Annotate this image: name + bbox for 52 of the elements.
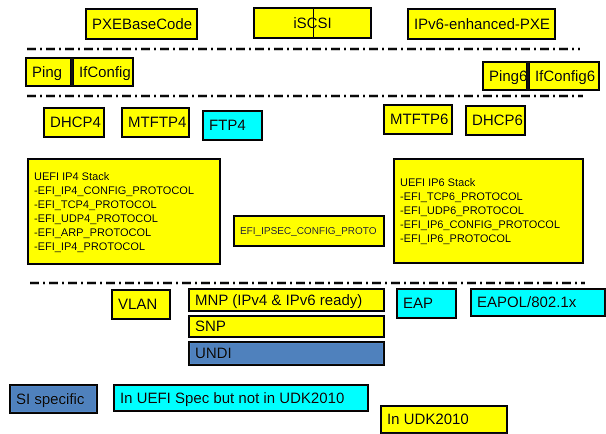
protocol-box [85,8,198,40]
protocol-box [188,315,385,338]
protocol-box [465,105,526,136]
protocol-name: IPv6-enhanced-PXE [414,16,550,32]
protocol-stack-box [27,158,221,265]
protocol-name: UNDI [195,345,232,362]
protocol-box [121,107,190,138]
protocol-box [202,110,263,141]
protocol-name: -EFI_UDP4_PROTOCOL [34,212,158,226]
protocol-name: VLAN [118,296,158,313]
protocol-box [528,61,600,91]
protocol-name: -EFI_ARP_PROTOCOL [34,226,152,240]
legend-text: In UDK2010 [387,411,469,428]
protocol-name: FTP4 [209,117,246,134]
protocol-name: EAPOL/802.1x [477,294,576,311]
protocol-box [72,57,134,87]
protocol-box [25,57,72,87]
protocol-name: SNP [195,318,226,335]
protocol-box [470,288,606,317]
protocol-box [396,288,457,319]
protocol-name: -EFI_TCP6_PROTOCOL [400,190,523,204]
legend-text: SI specific [16,390,84,408]
protocol-name: EFI_IPSEC_CONFIG_PROTO [240,226,377,236]
protocol-name: -EFI_IP6_CONFIG_PROTOCOL [400,218,560,232]
protocol-name: -EFI_IP4_PROTOCOL [34,240,146,254]
protocol-box [111,289,171,320]
protocol-name: DHCP4 [50,114,101,131]
protocol-name: -EFI_IP4_CONFIG_PROTOCOL [34,184,194,198]
protocol-name: Ping [32,64,62,80]
protocol-name: IfConfig6 [535,68,596,84]
protocol-box [383,104,453,135]
legend-text: In UEFI Spec but not in UDK2010 [120,390,344,406]
protocol-name: EAP [403,295,434,312]
protocol-box [43,107,105,138]
protocol-name: PXEBaseCode [92,16,192,32]
protocol-name: -EFI_UDP6_PROTOCOL [400,204,524,218]
protocol-name: MTFTP6 [390,111,448,128]
protocol-name: -EFI_IP6_PROTOCOL [400,232,512,246]
protocol-name: Ping6 [489,68,528,84]
protocol-name: MNP (IPv4 & IPv6 ready) [195,292,362,308]
protocol-stack-box [393,158,584,264]
protocol-name: MTFTP4 [128,114,186,131]
stack-heading: UEFI IP4 Stack [34,170,110,184]
protocol-name: DHCP6 [472,112,523,129]
protocol-box [188,288,385,312]
protocol-name: -EFI_TCP4_PROTOCOL [34,198,157,212]
stack-heading: UEFI IP6 Stack [400,176,476,190]
protocol-name: IfConfig [79,64,131,80]
protocol-box [233,215,385,247]
protocol-box [482,61,528,91]
protocol-box [407,8,556,40]
protocol-box [188,341,385,366]
